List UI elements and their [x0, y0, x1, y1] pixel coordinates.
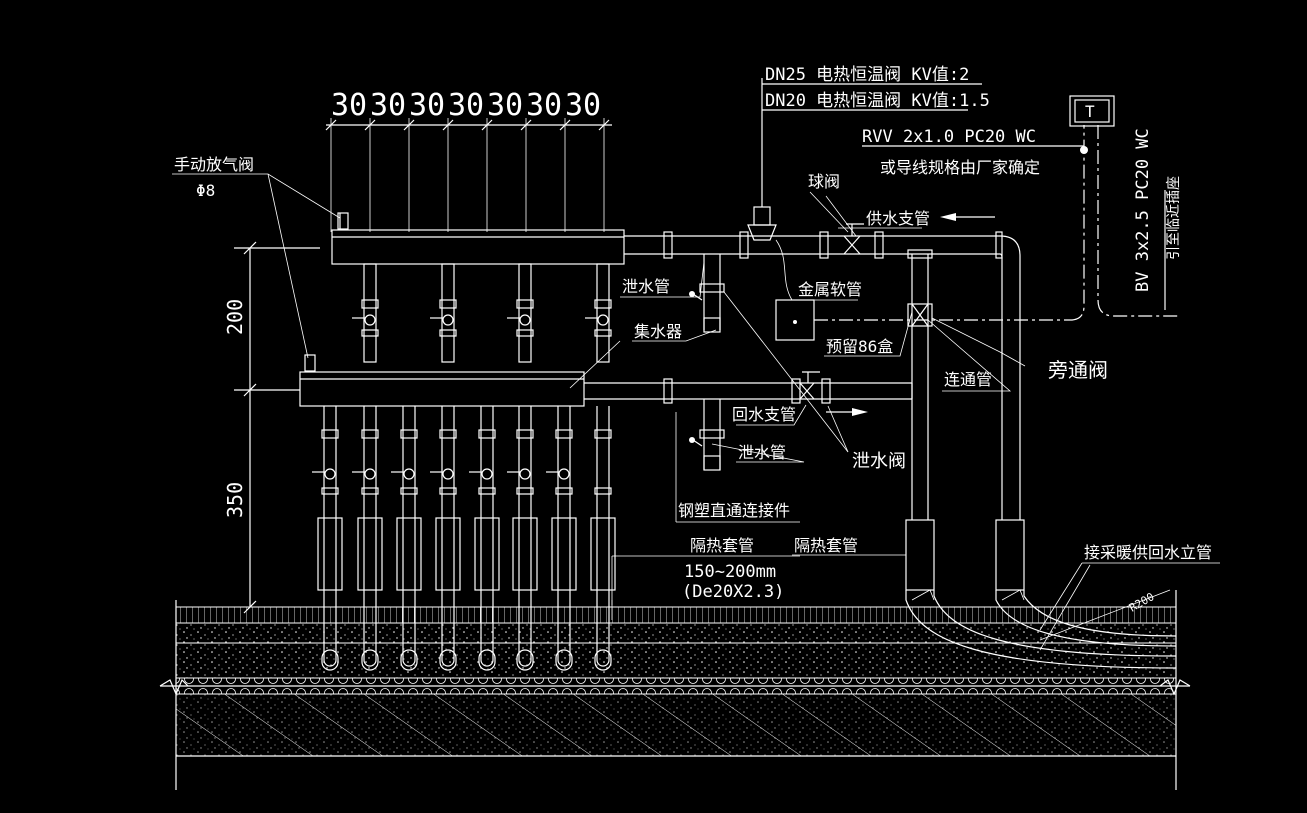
- dimension-tick: [520, 119, 532, 131]
- label-drain-pipe-upper: 泄水管: [622, 277, 670, 296]
- heating-loop-pipe: [546, 406, 577, 671]
- supply-manifold: [331, 212, 625, 265]
- supply-outlet: [585, 263, 612, 363]
- spacing-label-7: 30: [565, 88, 601, 123]
- floor-layers: [159, 590, 1191, 790]
- return-branch-pipe: [584, 371, 912, 471]
- room-thermostat: [1069, 95, 1115, 127]
- control-cable: [814, 125, 1180, 321]
- junction-box-86: [775, 299, 815, 341]
- supply-outlet: [507, 263, 534, 363]
- heating-loop-pipe: [507, 406, 538, 671]
- label-steel-plastic-joint: 钢塑直通连接件: [678, 501, 790, 520]
- label-cable-bv-note: 引至临近插座: [1166, 176, 1182, 260]
- top-dimension: 30 30 30 30 30 30 30: [325, 88, 612, 232]
- surface-insulation-strip: [175, 606, 1177, 624]
- label-manual-vent-size: Φ8: [196, 181, 215, 200]
- dimension-tick: [598, 119, 610, 131]
- spacing-label-3: 30: [409, 88, 445, 123]
- label-riser: 接采暖供回水立管: [1084, 543, 1212, 562]
- heating-loop-pipe: [352, 406, 383, 671]
- label-connect-pipe: 连通管: [944, 370, 992, 389]
- label-box-86: 预留86盒: [826, 337, 893, 356]
- heating-loop-pipe: [590, 406, 616, 671]
- supply-outlets: [352, 263, 612, 363]
- label-sleeve-length: 150~200mm: [684, 562, 776, 582]
- heating-loop-pipe: [469, 406, 500, 671]
- label-insulation-sleeve-right: 隔热套管: [794, 536, 858, 555]
- dimension-tick: [559, 119, 571, 131]
- label-sleeve-spec: (De20X2.3): [682, 582, 784, 602]
- heating-loop-pipe: [430, 406, 461, 671]
- label-supply-branch: 供水支管: [866, 209, 930, 228]
- heating-loop-pipe: [312, 406, 343, 671]
- spacing-label-6: 30: [526, 88, 562, 123]
- label-bypass-valve: 旁通阀: [1048, 358, 1108, 382]
- label-cable-bv: BV 3x2.5 PC20 WC: [1133, 128, 1153, 292]
- height-label-350: 350: [223, 482, 247, 518]
- thermostatic-valve: [747, 78, 793, 301]
- spacing-label-2: 30: [370, 88, 406, 123]
- spacing-label-4: 30: [448, 88, 484, 123]
- risers: [905, 519, 1177, 669]
- dimension-tick: [364, 119, 376, 131]
- screed-layer-coarse: [175, 642, 1177, 679]
- spacing-label-1: 30: [331, 88, 367, 123]
- connecting-pipe: [907, 249, 933, 520]
- annotations: DN25 电热恒温阀 KV值:2 DN20 电热恒温阀 KV值:1.5 RVV …: [174, 65, 1212, 615]
- label-drain-pipe-lower: 泄水管: [738, 443, 786, 462]
- supply-outlet: [430, 263, 457, 363]
- spacing-label-5: 30: [487, 88, 523, 123]
- heating-loops: [312, 406, 616, 671]
- label-insulation-sleeve-left: 隔热套管: [690, 536, 754, 555]
- dimension-tick: [403, 119, 415, 131]
- supply-drain-tee: [689, 254, 725, 333]
- label-manual-vent: 手动放气阀: [174, 155, 254, 174]
- return-manifold: [299, 354, 585, 407]
- label-cable-note: 或导线规格由厂家确定: [880, 158, 1040, 177]
- dimension-tick: [442, 119, 454, 131]
- supply-outlet: [352, 263, 379, 363]
- label-drain-valve: 泄水阀: [852, 451, 906, 472]
- supply-branch-pipe: [624, 213, 1021, 520]
- heating-loop-pipe: [391, 406, 422, 671]
- label-valve-dn25: DN25 电热恒温阀 KV值:2: [765, 65, 969, 85]
- dimension-tick: [481, 119, 493, 131]
- label-return-branch: 回水支管: [732, 405, 796, 424]
- left-dimension: 200 350: [223, 241, 320, 614]
- thermostat-label: T: [1085, 102, 1095, 121]
- label-collector: 集水器: [634, 322, 682, 341]
- label-ball-valve: 球阀: [808, 172, 840, 191]
- leader-lines: [172, 83, 1220, 631]
- label-valve-dn20: DN20 电热恒温阀 KV值:1.5: [765, 91, 990, 111]
- height-label-200: 200: [223, 299, 247, 335]
- label-metal-hose: 金属软管: [798, 280, 862, 299]
- label-cable-rvv: RVV 2x1.0 PC20 WC: [862, 127, 1036, 147]
- dimension-tick: [325, 119, 337, 131]
